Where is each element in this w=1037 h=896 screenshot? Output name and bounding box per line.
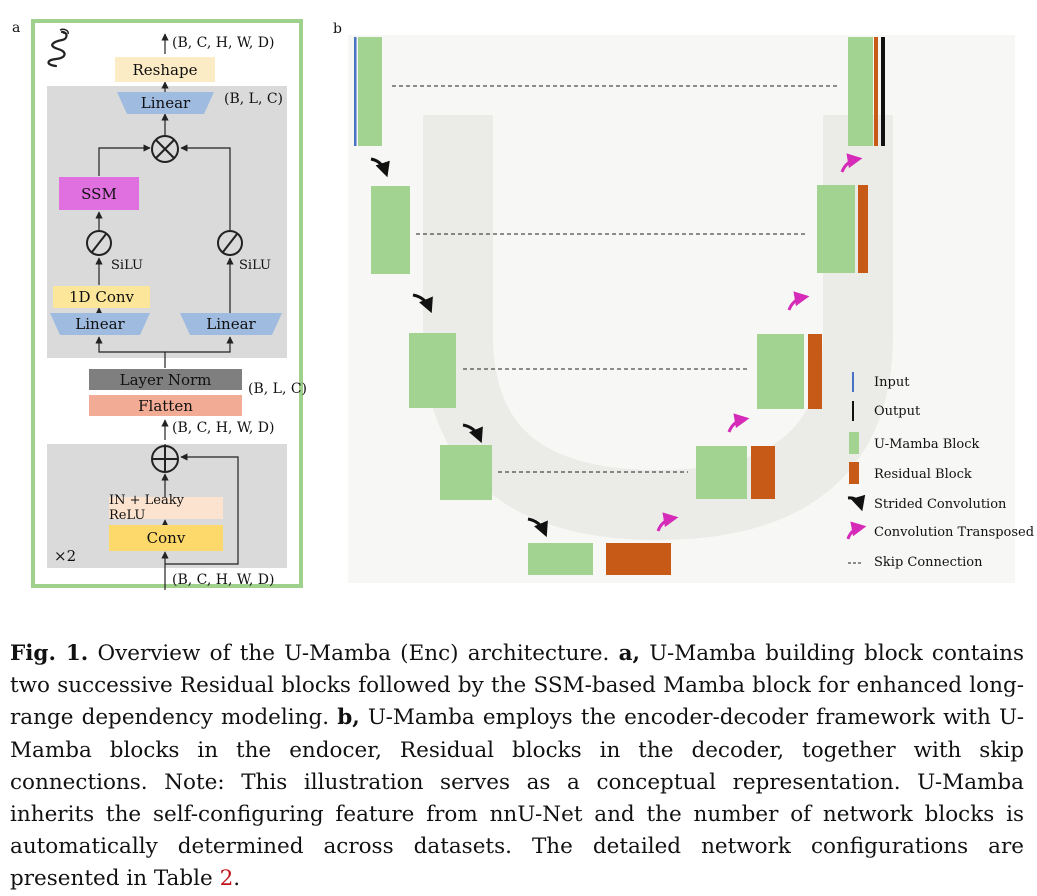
legend-residual-swatch	[849, 462, 859, 484]
strided-conv-arrow-3	[462, 423, 483, 444]
caption-b-label: b,	[337, 705, 360, 731]
panel-b-letter: b	[333, 21, 342, 37]
linear-left-label: Linear	[75, 315, 125, 333]
mamba-layer-region	[47, 86, 287, 358]
legend-strided-label: Strided Convolution	[874, 497, 1007, 512]
unet-diagram	[354, 37, 893, 575]
encoder-block-1	[358, 37, 382, 146]
legend-transposed-icon	[846, 521, 867, 540]
encoder-block-4	[440, 445, 492, 500]
transposed-conv-arrow-3	[727, 413, 750, 433]
strided-conv-arrow-1	[370, 157, 390, 178]
decoder-residual-1	[874, 37, 878, 146]
legend-input-label: Input	[874, 375, 910, 390]
repeat-label: ×2	[54, 547, 77, 565]
legend-input-swatch	[852, 372, 854, 392]
watermark-u-icon	[423, 115, 893, 541]
conv-block: Conv	[109, 525, 223, 551]
strided-conv-arrow-2	[412, 293, 433, 314]
transposed-conv-arrow-1	[840, 153, 863, 173]
legend-transposed-label: Convolution Transposed	[874, 525, 1035, 540]
caption-text-1: Overview of the U-Mamba (Enc) architectu…	[88, 641, 619, 666]
ssm-block: SSM	[59, 177, 139, 210]
transposed-conv-arrow-2	[787, 291, 810, 311]
linear-right-shape	[180, 313, 282, 335]
legend-umamba-label: U-Mamba Block	[874, 437, 980, 452]
add-operator	[151, 445, 179, 473]
linear-right-label: Linear	[206, 315, 256, 333]
input-bar	[354, 37, 357, 146]
legend-skip-label: Skip Connection	[874, 555, 983, 570]
decoder-residual-2	[858, 185, 868, 273]
linear-top-label: Linear	[140, 94, 191, 112]
bottleneck-residual-block	[606, 543, 671, 575]
dim-label-norm: (B, L, C)	[248, 381, 308, 397]
encoder-block-3	[409, 333, 456, 408]
panel-a-letter: a	[12, 20, 21, 36]
legend-output-label: Output	[874, 404, 921, 419]
legend-umamba-swatch	[849, 432, 859, 454]
legend-output-swatch	[852, 401, 854, 421]
caption-text-2: U-Mamba building block contains two succ…	[10, 641, 1024, 731]
multiply-operator	[151, 135, 179, 163]
activation-operator-left	[86, 230, 112, 256]
legend-strided-icon	[847, 494, 866, 512]
layer-norm-block: Layer Norm	[89, 369, 242, 390]
in-leaky-relu-block: IN + Leaky ReLU	[109, 493, 223, 523]
decoder-block-2	[817, 185, 855, 273]
decoder-block-1	[848, 37, 873, 146]
linear-top-shape	[117, 92, 214, 114]
reshape-block: Reshape	[115, 57, 215, 82]
caption-text-3: U-Mamba employs the encoder-decoder fram…	[10, 705, 1024, 892]
panel-a-connectors	[50, 33, 282, 590]
legend-symbols	[846, 372, 867, 564]
decoder-residual-4	[751, 446, 775, 499]
dim-label-linear: (B, L, C)	[224, 91, 284, 107]
decoder-block-3	[757, 334, 804, 409]
flatten-block: Flatten	[89, 395, 242, 416]
snake-logo-icon	[47, 28, 69, 68]
silu-left-label: SiLU	[111, 258, 143, 273]
decoder-residual-3	[808, 334, 822, 409]
output-bar	[881, 37, 885, 146]
activation-operator-right	[217, 230, 243, 256]
transposed-conv-arrow-4	[656, 512, 679, 532]
decoder-block-4	[696, 446, 747, 499]
encoder-block-2	[371, 186, 410, 274]
linear-left-shape	[50, 313, 150, 335]
figure-caption: Fig. 1. Overview of the U-Mamba (Enc) ar…	[10, 638, 1024, 896]
bottleneck-umamba-block	[528, 543, 593, 575]
conv1d-block: 1D Conv	[53, 286, 150, 308]
strided-conv-arrow-4	[527, 517, 548, 538]
legend-residual-label: Residual Block	[874, 467, 972, 482]
dim-label-top: (B, C, H, W, D)	[172, 35, 275, 51]
silu-right-label: SiLU	[239, 258, 271, 273]
table-reference-link[interactable]: 2	[219, 866, 234, 892]
caption-text-4: .	[233, 866, 241, 892]
caption-a-label: a,	[618, 641, 640, 666]
dim-label-bottom: (B, C, H, W, D)	[172, 572, 275, 588]
caption-fig-label: Fig. 1.	[10, 641, 89, 666]
dim-label-mid: (B, C, H, W, D)	[172, 420, 275, 436]
